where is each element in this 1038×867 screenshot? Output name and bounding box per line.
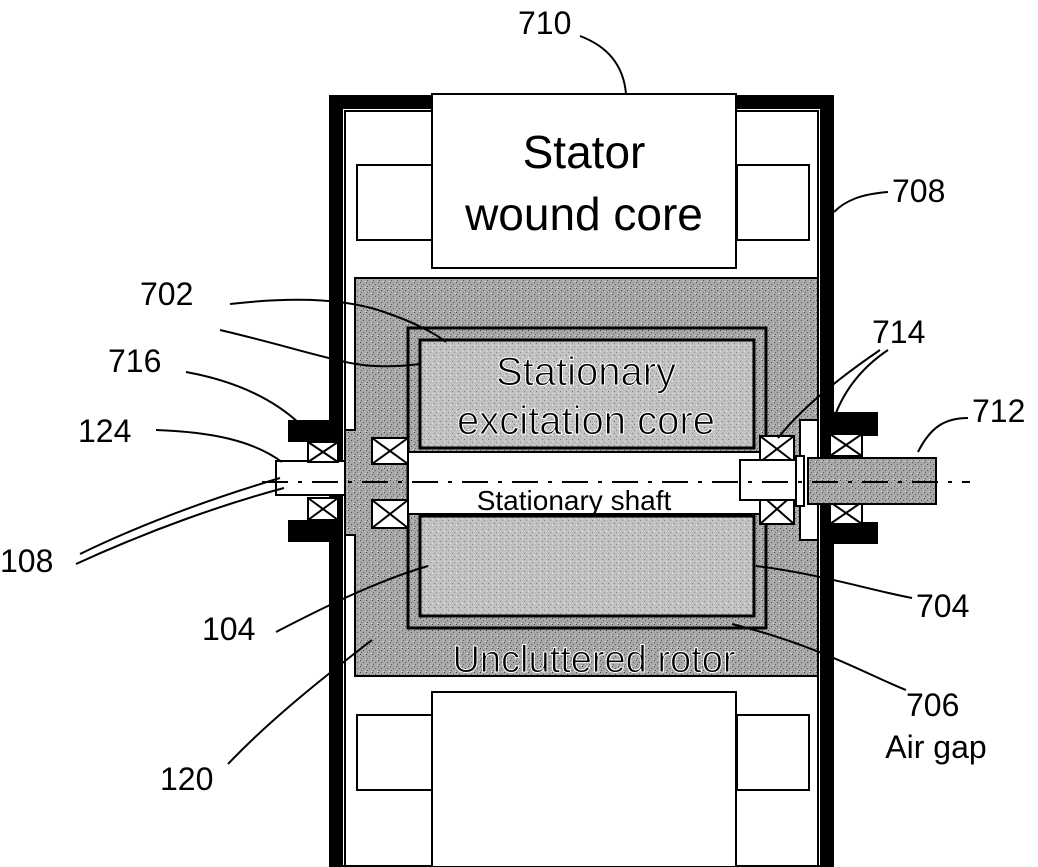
ref-120: 120: [160, 761, 213, 797]
leader-708: [833, 191, 889, 213]
ref-104: 104: [202, 611, 255, 647]
left-housing-flange-bottom: [288, 520, 338, 542]
ref-710: 710: [518, 5, 571, 41]
ref-704: 704: [916, 588, 969, 624]
leader-712: [917, 417, 969, 453]
leader-704: [755, 565, 913, 599]
leader-702b: [219, 329, 421, 368]
stationary-excitation-core: [418, 338, 756, 450]
right-outer-bearing: [829, 433, 863, 525]
air-gap-label: Air gap: [885, 729, 986, 765]
ref-108: 108: [0, 543, 53, 579]
leader-108a: [79, 477, 281, 555]
lower-excitation-core: [418, 514, 756, 618]
stator-slot-bottom-left: [356, 714, 433, 791]
leader-lines: [75, 35, 969, 765]
ref-702: 702: [140, 276, 193, 312]
ref-714: 714: [872, 314, 925, 350]
leader-702: [229, 298, 447, 343]
leader-706: [731, 623, 907, 691]
leader-716: [185, 371, 301, 425]
stator-lower-core: [431, 691, 737, 867]
leader-108b: [75, 487, 285, 565]
ref-124: 124: [78, 413, 131, 449]
leader-120: [227, 639, 373, 765]
right-housing-flange-top: [826, 412, 878, 436]
stator-slot-bottom-right: [736, 714, 810, 791]
stator-slot-top-left: [356, 164, 433, 241]
left-housing-flange-top: [288, 420, 338, 442]
stator-wound-core: [431, 93, 737, 269]
right-shaft-collar: [739, 459, 797, 501]
stator-label-line1: Stator: [523, 126, 646, 178]
ref-708: 708: [892, 173, 945, 209]
stator-label-line2: wound core: [464, 188, 703, 240]
ref-716: 716: [108, 343, 161, 379]
leader-104: [275, 565, 429, 633]
rotor-label: Uncluttered rotor: [452, 639, 735, 681]
excitation-label-line1: Stationary: [496, 350, 676, 394]
stator-slot-top-right: [736, 164, 810, 241]
leader-714b: [777, 349, 881, 439]
shaft-label: Stationary shaft: [477, 485, 672, 516]
leader-710: [579, 35, 627, 95]
excitation-label-line2: excitation core: [457, 399, 715, 443]
leader-124: [155, 429, 283, 463]
ref-706: 706: [906, 687, 959, 723]
left-outer-bearing: [307, 441, 339, 521]
leader-714a: [829, 349, 889, 433]
right-housing-flange-bottom: [826, 522, 878, 544]
left-inner-bearing: [371, 437, 409, 529]
ref-712: 712: [972, 393, 1025, 429]
